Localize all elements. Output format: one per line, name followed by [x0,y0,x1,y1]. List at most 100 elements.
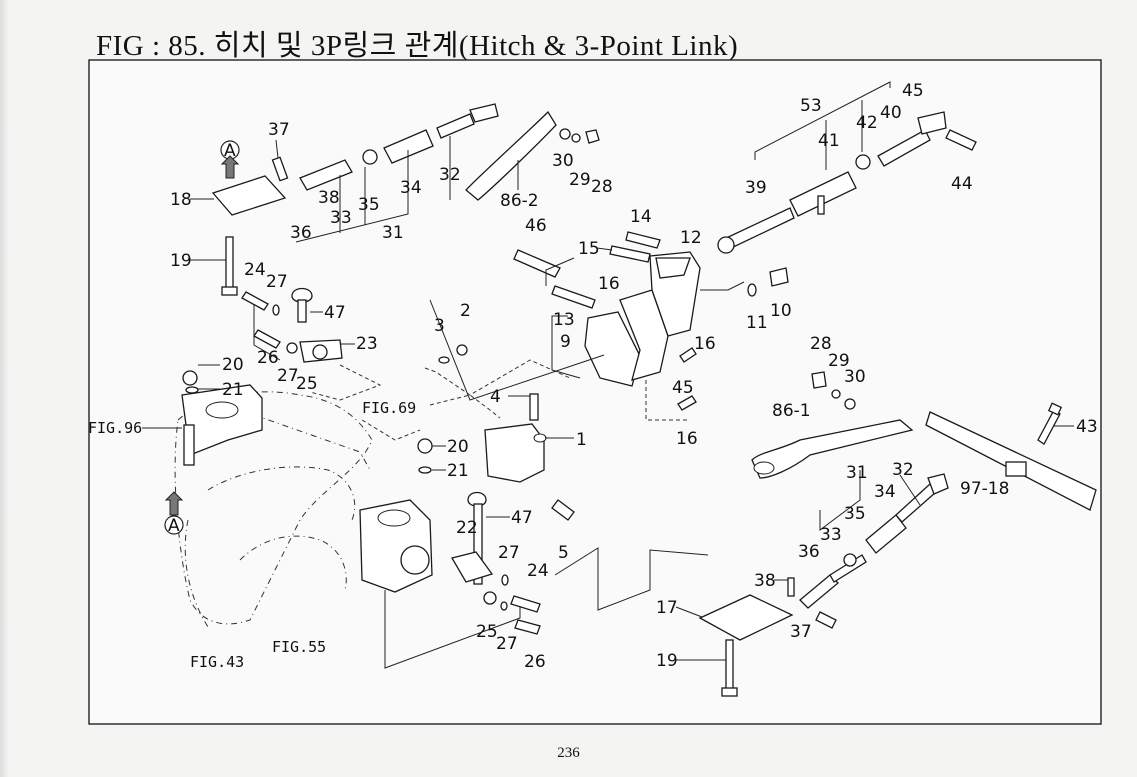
washer-3 [438,356,450,364]
ref-fig43: FIG.43 [190,653,244,671]
label-24b: 24 [527,561,549,581]
label-38b: 38 [754,571,776,591]
label-44: 44 [951,174,973,194]
plate-1 [484,423,545,483]
pin-43 [1037,409,1061,445]
label-2: 2 [460,301,471,321]
label-21a: 21 [222,380,244,400]
arrow-up-icon-lower [164,491,184,516]
label-16a: 16 [598,274,620,294]
label-17: 17 [656,598,678,618]
ring-27c [501,574,509,586]
body-34a [383,129,434,164]
label-23: 23 [356,334,378,354]
washer-11 [747,283,757,297]
connection-line-a [429,299,605,401]
top-link-assembly-upper [211,103,600,296]
bracket-left-lower [359,438,541,669]
label-24a: 24 [244,260,266,280]
label-47a: 47 [324,303,346,323]
plate-17 [698,594,794,641]
label-3: 3 [434,316,445,336]
top-link-assembly-right [717,81,977,254]
bolt-19a [225,236,234,293]
collar-27b [286,342,298,354]
label-40: 40 [880,103,902,123]
label-5: 5 [558,543,569,563]
label-27d: 27 [496,634,518,654]
pin-4 [529,393,539,421]
label-37a: 37 [268,120,290,140]
bolt-5 [551,499,575,521]
bolt-13 [551,285,596,309]
ref-fig96: FIG.96 [88,419,142,437]
label-21b: 21 [447,461,469,481]
body-34b [865,514,907,554]
label-22: 22 [456,518,478,538]
lower-link-86-2 [465,110,557,201]
collar-25b [483,591,497,605]
bolt-10 [769,267,789,287]
label-16c: 16 [676,429,698,449]
label-15: 15 [578,239,600,259]
ring-47b [467,491,487,507]
label-13: 13 [553,310,575,330]
label-9: 9 [560,332,571,352]
lower-link-assembly-right [698,371,1097,697]
label-35b: 35 [844,504,866,524]
label-42: 42 [856,113,878,133]
plate-18 [211,175,287,216]
label-45b: 45 [672,378,694,398]
label-36a: 36 [290,223,312,243]
nut-42 [855,154,871,170]
label-45a: 45 [902,81,924,101]
label-11: 11 [746,313,768,333]
label-43: 43 [1076,417,1098,437]
label-86-2: 86-2 [500,191,539,211]
part-labels: 37 18 19 38 36 33 35 31 34 32 86-2 30 29… [88,81,1098,672]
label-97-18: 97-18 [960,479,1009,499]
bolt-14 [625,231,661,249]
bolt-24a [241,291,269,311]
nut-35b [843,553,857,567]
turnbuckle-41 [789,171,857,217]
lower-link-86-1 [751,419,914,479]
label-28b: 28 [810,334,832,354]
callout-a-lower: A [164,491,184,536]
bolt-2 [456,344,468,356]
scan-margin [0,0,9,777]
label-27b: 27 [277,366,299,386]
nut-28a [585,129,600,144]
label-37b: 37 [790,622,812,642]
label-30b: 30 [844,367,866,387]
label-16b: 16 [694,334,716,354]
link-end-36b [799,574,839,609]
label-31b: 31 [846,463,868,483]
ring-27d [500,601,508,611]
label-32b: 32 [892,460,914,480]
bracket-left-upper [181,370,263,466]
label-20a: 20 [222,355,244,375]
label-31a: 31 [382,223,404,243]
label-47b: 47 [511,508,533,528]
callout-letter-lower: A [168,516,180,536]
label-4: 4 [490,387,501,407]
bolt-15 [609,245,651,263]
callout-a-upper: A [220,140,240,179]
arm-23-assembly [241,287,382,401]
label-46: 46 [525,216,547,236]
washer-21a [185,386,199,394]
label-39: 39 [745,178,767,198]
label-19a: 19 [170,251,192,271]
label-1: 1 [576,430,587,450]
connection-line-b [554,547,709,611]
callout-letter-upper: A [224,141,236,161]
label-28a: 28 [591,177,613,197]
bolt-24b [510,595,541,613]
hitch-bracket-assembly [513,231,789,421]
label-12: 12 [680,228,702,248]
label-34a: 34 [400,178,422,198]
ring-27a [272,304,280,316]
label-34b: 34 [874,482,896,502]
